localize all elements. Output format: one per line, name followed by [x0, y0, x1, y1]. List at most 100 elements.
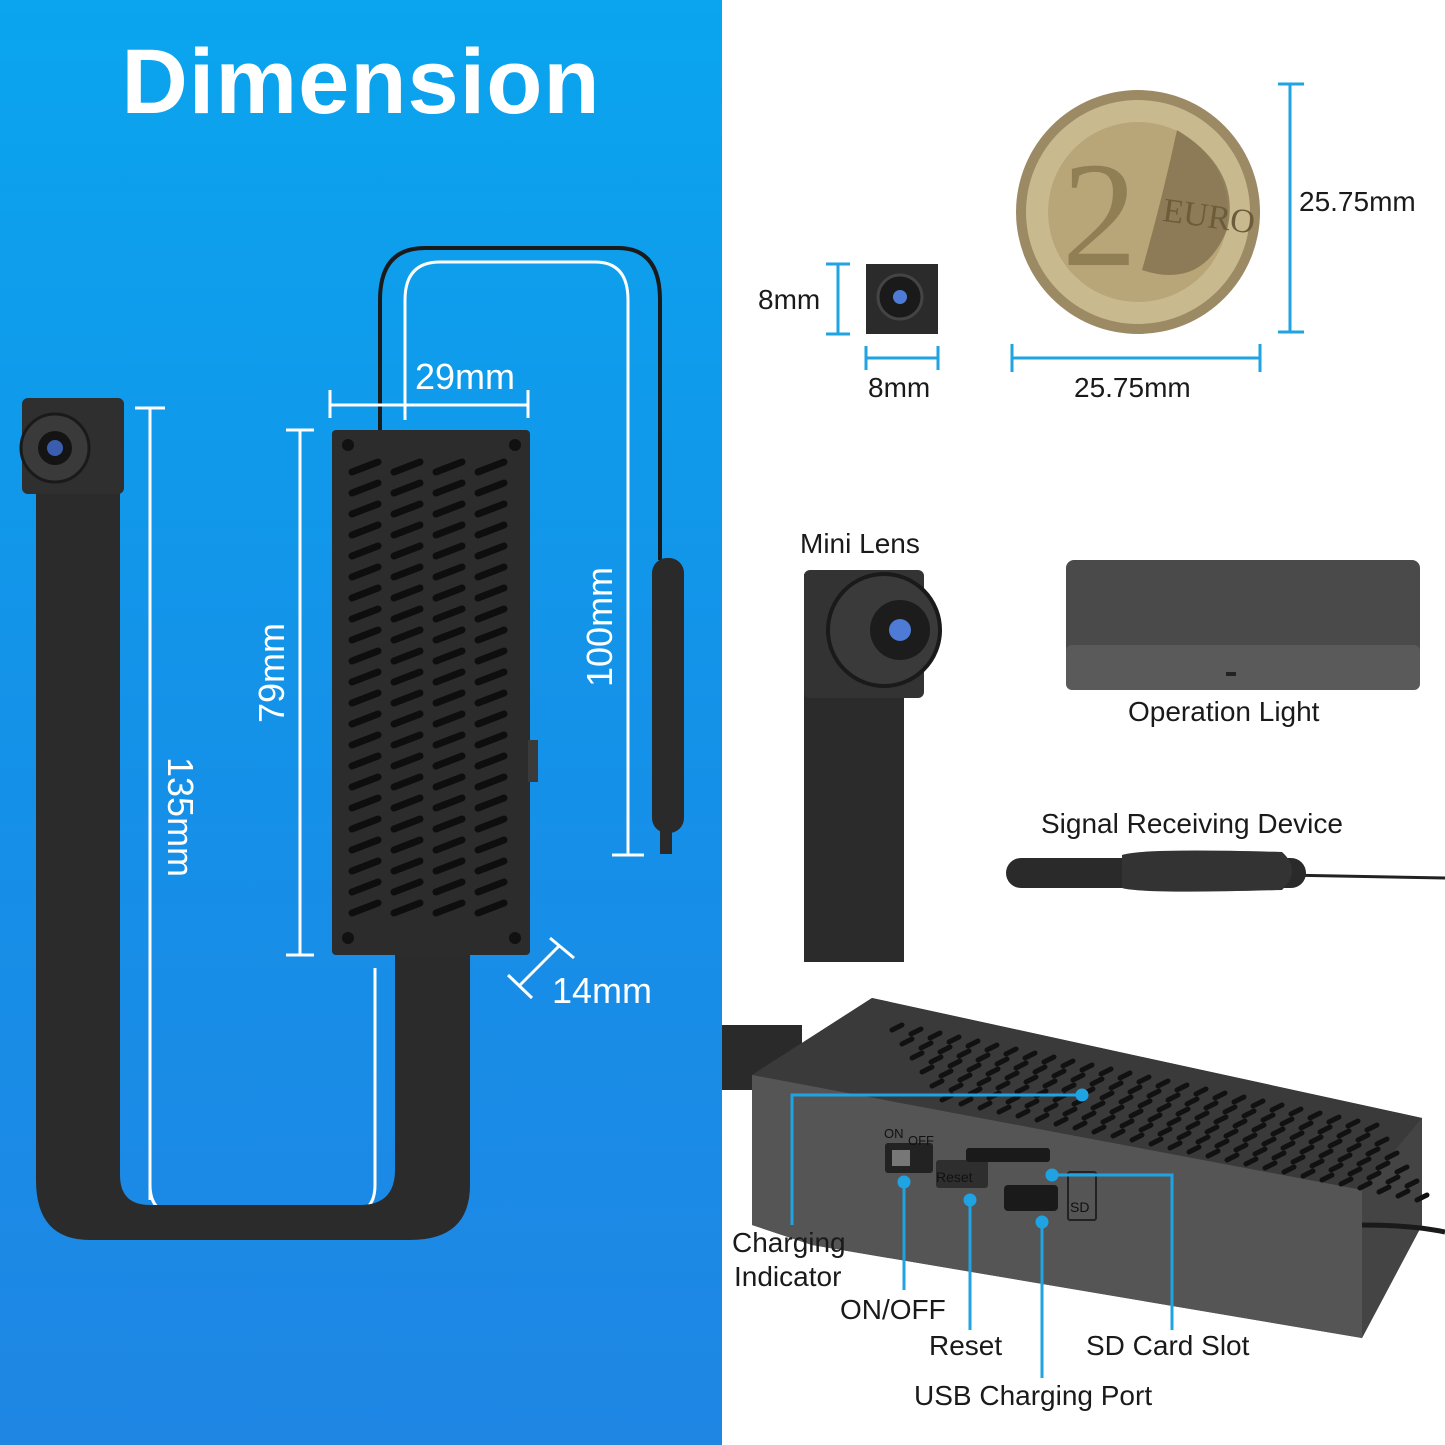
callout-sd: [1052, 1173, 1174, 1330]
vent-slot: [348, 521, 382, 539]
vent-slot: [432, 794, 466, 812]
vent-slot: [1184, 1096, 1200, 1107]
vent-slot: [1004, 1070, 1020, 1081]
vent-slot: [1223, 1128, 1239, 1139]
vent-slot: [1345, 1118, 1361, 1129]
vent-slot: [1099, 1090, 1115, 1101]
vent-slot: [1338, 1176, 1354, 1187]
label-coin-height: 25.75mm: [1299, 186, 1416, 217]
vent-slot: [390, 710, 424, 728]
vent-slot: [1079, 1062, 1095, 1073]
vent-slot: [1193, 1086, 1209, 1097]
vent-slot: [1262, 1160, 1278, 1171]
vent-slot: [474, 563, 508, 581]
vent-slot: [1365, 1146, 1381, 1157]
vent-slot: [1128, 1108, 1144, 1119]
vent-slot: [1222, 1104, 1238, 1115]
vent-slot: [1300, 1168, 1316, 1179]
cable-outline: [403, 260, 630, 855]
vent-slot: [1394, 1164, 1410, 1175]
vent-slot: [1299, 1144, 1315, 1155]
vent-slot: [1167, 1140, 1183, 1151]
reset-button-shape: [936, 1160, 988, 1188]
vent-slot: [432, 836, 466, 854]
vent-slot: [938, 1068, 954, 1079]
label-lens-height: 8mm: [758, 284, 821, 315]
vent-slot: [474, 752, 508, 770]
vent-slot: [390, 794, 424, 812]
vent-slot: [1137, 1098, 1153, 1109]
vent-slot: [1157, 1126, 1173, 1137]
label-mini-lens: Mini Lens: [800, 528, 920, 559]
vent-slot: [1034, 1112, 1050, 1123]
vent-slot: [474, 668, 508, 686]
dim-line-14mm: [506, 936, 575, 1000]
vent-slot: [1224, 1152, 1240, 1163]
vent-slot: [1194, 1110, 1210, 1121]
vent-slot: [348, 479, 382, 497]
vent-slot: [474, 458, 508, 476]
vent-slot: [432, 857, 466, 875]
vent-slot: [390, 815, 424, 833]
label-signal-device: Signal Receiving Device: [1041, 808, 1343, 839]
vent-slot: [996, 1104, 1012, 1115]
vent-slot: [390, 836, 424, 854]
switch-off-label: OFF: [908, 1133, 934, 1148]
vent-slot: [1326, 1114, 1342, 1125]
vent-slot: [432, 563, 466, 581]
vent-slot: [432, 731, 466, 749]
vent-slot: [1260, 1112, 1276, 1123]
vent-slot: [1110, 1128, 1126, 1139]
vent-slot: [1015, 1108, 1031, 1119]
vent-slot: [474, 626, 508, 644]
vent-slot: [1118, 1094, 1134, 1105]
vent-slot: [956, 1048, 972, 1059]
vent-slot: [474, 731, 508, 749]
vent-slot: [947, 1058, 963, 1069]
vent-slot: [1119, 1118, 1135, 1129]
vent-slot: [1232, 1118, 1248, 1129]
vent-slot: [1146, 1088, 1162, 1099]
label-sd-slot: SD Card Slot: [1086, 1330, 1250, 1361]
vent-slot: [957, 1072, 973, 1083]
vent-slot: [1212, 1090, 1228, 1101]
label-reset: Reset: [929, 1330, 1003, 1361]
vent-slot: [348, 626, 382, 644]
vent-slot: [1072, 1120, 1088, 1131]
main-box-angled: [722, 998, 1445, 1338]
vent-slot: [909, 1050, 925, 1061]
vent-slot: [474, 605, 508, 623]
antenna-receiver: [652, 558, 684, 833]
vent-slot: [1013, 1060, 1029, 1071]
vent-slot: [995, 1080, 1011, 1091]
label-100mm: 100mm: [579, 566, 620, 687]
vent-slot: [390, 731, 424, 749]
vent-slot: [1251, 1122, 1267, 1133]
coin-image: 2 EURO: [1016, 90, 1260, 334]
vent-slot: [1060, 1058, 1076, 1069]
vent-slot: [432, 773, 466, 791]
page-title: Dimension: [121, 31, 601, 133]
vent-slot: [1395, 1188, 1411, 1199]
vent-slot: [1376, 1184, 1392, 1195]
vent-slot: [390, 773, 424, 791]
vent-slot: [390, 647, 424, 665]
vent-slot: [1203, 1100, 1219, 1111]
vent-slot: [1355, 1132, 1371, 1143]
dim-coin-height: [1278, 82, 1304, 334]
vent-slot: [1289, 1130, 1305, 1141]
label-usb-port: USB Charging Port: [914, 1380, 1153, 1411]
vent-slot: [1204, 1124, 1220, 1135]
vent-slot: [1328, 1162, 1344, 1173]
vent-slot: [390, 626, 424, 644]
angled-vent-slots: [889, 1022, 1430, 1203]
label-on-off: ON/OFF: [840, 1294, 946, 1325]
vent-slot: [348, 668, 382, 686]
vent-slot: [1136, 1074, 1152, 1085]
vent-slot: [1041, 1054, 1057, 1065]
vent-slot: [348, 899, 382, 917]
details-illustration: 2 EURO: [722, 82, 1445, 1378]
coin-numeral: 2: [1062, 132, 1137, 298]
vent-slot: [432, 647, 466, 665]
vent-slot: [474, 689, 508, 707]
